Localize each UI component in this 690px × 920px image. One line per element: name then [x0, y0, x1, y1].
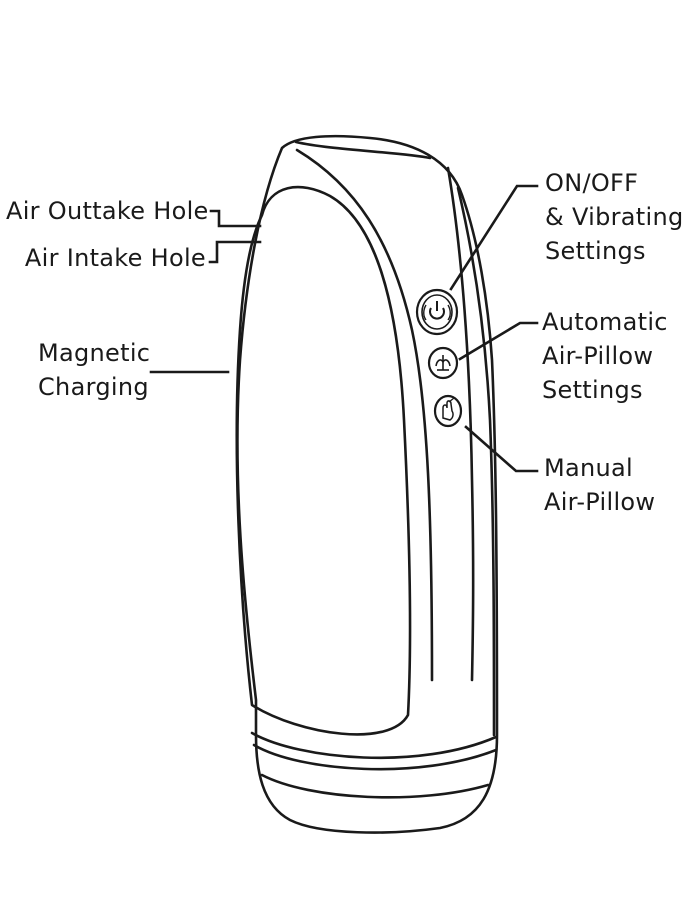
leader-air-outtake: [209, 209, 262, 228]
air-pillow-auto-icon[interactable]: [427, 346, 459, 380]
label-air-outtake-hole: Air Outtake Hole: [6, 197, 209, 225]
power-vibration-icon[interactable]: [415, 288, 459, 336]
device-side-contour-3: [456, 186, 496, 737]
device-side-contour-1: [295, 148, 434, 682]
device-base-band-2: [252, 743, 498, 771]
leader-on-off: [449, 184, 539, 291]
leader-air-intake: [208, 240, 262, 264]
label-air-intake-hole: Air Intake Hole: [24, 244, 206, 272]
label-automatic-air-pillow: Automatic Air-Pillow Settings: [542, 308, 668, 404]
leader-manual: [464, 425, 539, 473]
device-side-contour-2: [446, 166, 475, 682]
label-manual-air-pillow: Manual Air-Pillow: [544, 454, 656, 516]
leader-automatic: [458, 321, 539, 361]
label-on-off-vibrating: ON/OFF & Vibrating Settings: [545, 169, 684, 265]
device-base-band-3: [260, 773, 490, 799]
hand-press-icon[interactable]: [433, 394, 463, 428]
device-top-rim: [294, 140, 432, 160]
device-inner-panel: [235, 185, 412, 736]
device-base-band-1: [250, 731, 498, 760]
label-magnetic-charging: Magnetic Charging: [38, 339, 151, 401]
